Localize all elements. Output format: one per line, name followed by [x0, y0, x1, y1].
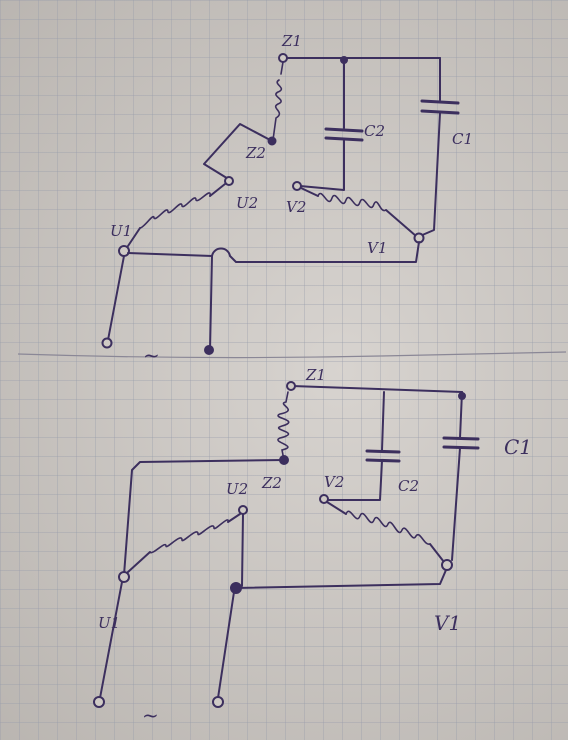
top-label-z1: Z1: [281, 32, 302, 50]
top-c2-lead-lower: [299, 139, 345, 191]
bottom-c1-junction: [458, 392, 466, 400]
bottom-terminal-v2: [319, 494, 329, 504]
top-supply-terminal-left: [101, 337, 113, 349]
top-supply-lead-right: [209, 255, 213, 351]
top-supply-terminal-right: [204, 345, 214, 355]
top-u1-v1-bus: [127, 241, 420, 263]
bottom-diagram: Z1 Z2 U2 V2 C2 C1 U1 V1 ~: [93, 366, 532, 727]
bottom-c2-lead-lower: [327, 460, 383, 501]
top-u2-lead: [209, 183, 226, 197]
top-label-z2: Z2: [245, 144, 266, 162]
bottom-z2-u1-link: [123, 459, 285, 576]
bottom-supply-lead-left: [99, 581, 123, 699]
top-terminal-u1: [118, 245, 130, 257]
bottom-v-winding: [345, 510, 431, 545]
bottom-supply-terminal-right: [212, 696, 224, 708]
top-label-v1: V1: [367, 239, 387, 257]
top-terminal-u2: [224, 176, 234, 186]
bottom-terminal-z1: [286, 381, 296, 391]
bottom-z1-rail: [291, 385, 463, 393]
top-label-u1: U1: [110, 222, 132, 240]
bottom-bus-v1: [235, 569, 447, 589]
bottom-z-winding: [277, 391, 290, 461]
bottom-v2-lead: [326, 501, 347, 515]
bottom-bus-junction: [230, 582, 242, 594]
bottom-label-z1: Z1: [305, 366, 326, 384]
bottom-c2-plate-b: [365, 458, 401, 463]
bottom-u2-lead: [227, 513, 241, 523]
bottom-c2-lead-upper: [381, 391, 385, 451]
top-label-ac: ~: [143, 343, 160, 367]
bottom-label-u2: U2: [226, 480, 248, 498]
bottom-c1-lead-lower: [451, 447, 461, 561]
top-v1-lead: [385, 209, 417, 237]
bottom-terminal-u1: [118, 571, 130, 583]
top-diagram: Z1 Z2 U2 V2 U1 V1 C2 C1 ~: [101, 32, 473, 367]
bottom-label-ac: ~: [142, 703, 159, 727]
bottom-u1-lead: [127, 551, 151, 573]
bottom-label-v2: V2: [324, 473, 344, 491]
bottom-label-c1: C1: [504, 435, 532, 459]
bottom-label-v1: V1: [434, 611, 461, 635]
top-supply-lead-left: [107, 255, 125, 341]
bottom-u-winding: [149, 519, 229, 554]
bottom-label-c2: C2: [398, 477, 419, 495]
bottom-terminal-u2: [238, 505, 248, 515]
bottom-c1-plate-b: [442, 445, 480, 450]
top-c2-plate-a: [324, 127, 364, 133]
bottom-supply-lead-right: [217, 591, 235, 699]
bottom-supply-terminal-left: [93, 696, 105, 708]
bottom-c2-plate-a: [365, 449, 401, 454]
top-terminal-z1: [278, 53, 288, 63]
bottom-label-u1: U1: [98, 614, 120, 632]
top-label-c1: C1: [452, 130, 473, 148]
top-z-winding: [272, 61, 284, 141]
top-c1-lead-lower: [419, 112, 441, 237]
top-u1-lead: [127, 227, 141, 247]
top-c1-plate-a: [420, 99, 460, 105]
bottom-v1-lead: [429, 543, 445, 563]
bottom-label-z2: Z2: [261, 474, 282, 492]
top-u-winding: [139, 192, 211, 229]
top-c2-junction: [340, 56, 348, 64]
bottom-c1-plate-a: [442, 436, 480, 441]
top-label-v2: V2: [286, 198, 306, 216]
bottom-terminal-v1: [441, 559, 453, 571]
top-v-winding: [317, 192, 387, 212]
bottom-u2-drop: [241, 513, 244, 587]
top-terminal-v2: [292, 181, 302, 191]
top-label-u2: U2: [236, 194, 258, 212]
section-divider: [17, 351, 567, 359]
top-z2-u2-link: [203, 123, 273, 181]
top-label-c2: C2: [364, 122, 385, 140]
top-v2-lead: [300, 187, 319, 197]
